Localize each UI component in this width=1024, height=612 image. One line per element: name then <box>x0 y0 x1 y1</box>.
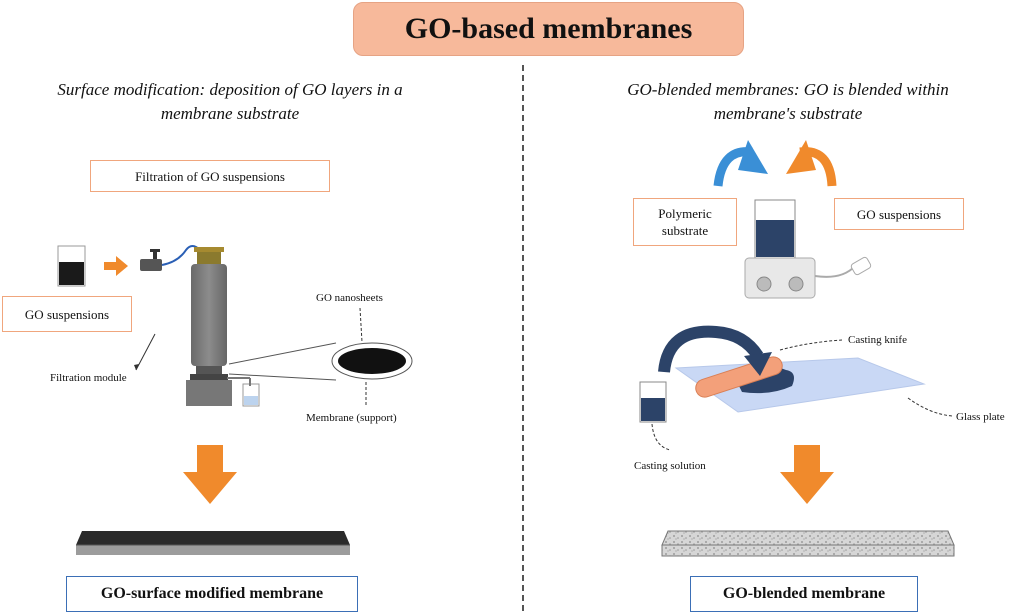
pour-arrow-icon <box>658 325 772 376</box>
go-blended-membrane-label: GO-blended membrane <box>690 576 918 612</box>
left-subtitle-line1: Surface modification: deposition of GO l… <box>57 80 403 99</box>
glass-plate-label: Glass plate <box>956 411 1005 423</box>
casting-solution-label: Casting solution <box>634 460 706 472</box>
filtration-column-icon <box>186 247 260 407</box>
process-arrow-left-icon <box>183 445 237 504</box>
left-subtitle-line2: membrane substrate <box>160 104 300 123</box>
go-suspensions-label-left: GO suspensions <box>2 296 132 332</box>
go-surface-modified-membrane-label: GO-surface modified membrane <box>66 576 358 612</box>
right-subtitle-line1: GO-blended membranes: GO is blended with… <box>627 80 949 99</box>
syringe-icon <box>140 245 201 271</box>
section-divider <box>522 65 524 611</box>
right-section-subtitle: GO-blended membranes: GO is blended with… <box>568 78 1008 126</box>
curved-blue-arrow-icon <box>713 140 768 187</box>
diagram-title: GO-based membranes <box>353 2 744 56</box>
flow-arrow-icon <box>104 256 128 276</box>
process-arrow-right-icon <box>780 445 834 504</box>
go-surface-membrane-icon <box>76 531 350 555</box>
go-blended-membrane-icon <box>661 530 955 557</box>
mixing-beaker-icon <box>754 199 796 259</box>
filtration-module-label: Filtration module <box>50 372 127 384</box>
membrane-disc-icon <box>331 342 413 380</box>
go-beaker-icon <box>57 245 86 287</box>
curved-orange-arrow-icon <box>786 140 837 187</box>
right-subtitle-line2: membrane's substrate <box>713 104 863 123</box>
casting-knife-label: Casting knife <box>848 334 907 346</box>
left-section-subtitle: Surface modification: deposition of GO l… <box>5 78 455 126</box>
filtration-method-label: Filtration of GO suspensions <box>90 160 330 192</box>
go-suspensions-label-right: GO suspensions <box>834 198 964 230</box>
polymeric-substrate-label: Polymeric substrate <box>633 198 737 246</box>
membrane-support-label: Membrane (support) <box>306 412 397 424</box>
go-nanosheets-label: GO nanosheets <box>316 292 383 304</box>
casting-solution-bottle-icon <box>639 381 667 423</box>
magnetic-stirrer-icon <box>744 256 872 299</box>
